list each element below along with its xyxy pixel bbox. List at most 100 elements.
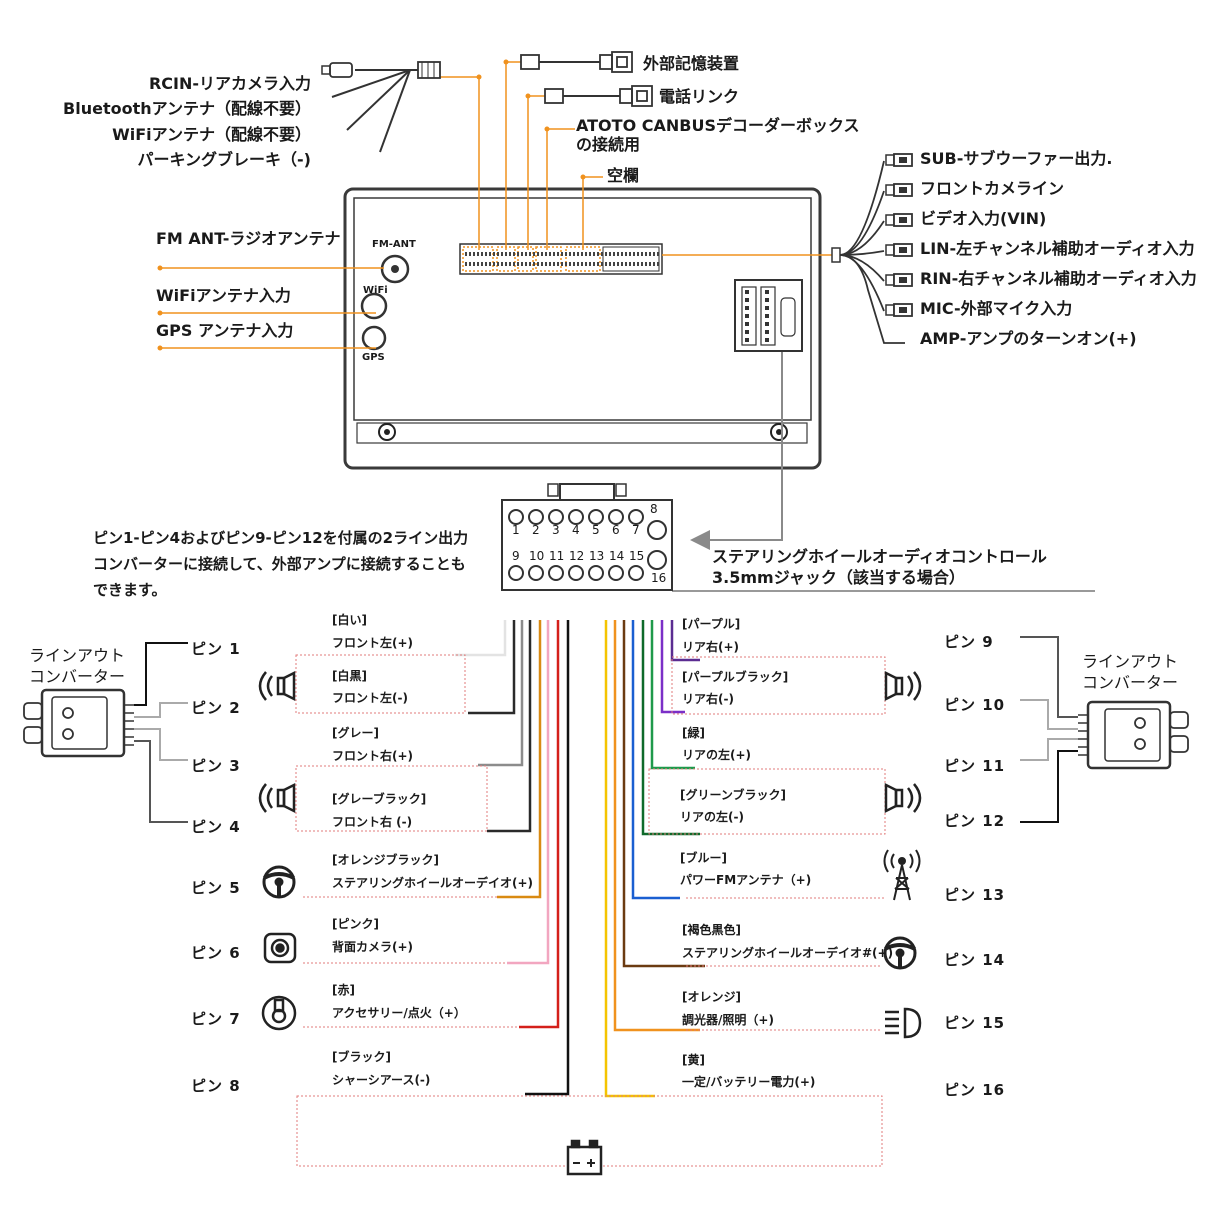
mic-label: MIC-外部マイク入力 bbox=[920, 299, 1073, 318]
speaker-icon bbox=[258, 670, 296, 702]
steering-wheel-icon bbox=[262, 865, 296, 899]
speaker-icon bbox=[884, 670, 922, 702]
pin-label: ピン 3 bbox=[191, 757, 241, 775]
pin-label: ピン 7 bbox=[191, 1010, 241, 1028]
ignition-key-icon bbox=[261, 995, 297, 1031]
wire-color-label: [緑] bbox=[682, 726, 705, 740]
pin-number: 15 bbox=[629, 549, 645, 563]
fm-ant-socket bbox=[380, 254, 410, 284]
pin-number: 9 bbox=[512, 549, 520, 563]
front-camera-label: フロントカメライン bbox=[920, 179, 1065, 198]
wire-color-label: [パープルブラック] bbox=[682, 670, 789, 684]
gps-input-label: GPS アンテナ入力 bbox=[156, 321, 294, 340]
converter-note: ピン1-ピン4およびピン9-ピン12を付属の2ライン出力コンバーターに接続して、… bbox=[93, 529, 469, 599]
wire-function-label: アクセサリー/点火（+） bbox=[332, 1006, 466, 1020]
pin-number: 2 bbox=[532, 523, 540, 537]
wire-function-label: ステアリングホイールオーデイオ(+) bbox=[332, 876, 534, 890]
camera-icon bbox=[263, 932, 297, 964]
harness-connector bbox=[501, 483, 673, 591]
pin-number: 12 bbox=[569, 549, 585, 563]
wire-lines bbox=[295, 620, 886, 1167]
video-input-label: ビデオ入力(VIN) bbox=[920, 209, 1047, 228]
wire-function-label: フロント右 (-) bbox=[332, 815, 413, 829]
sub-output-label: SUB-サブウーファー出力. bbox=[920, 149, 1113, 168]
gps-socket bbox=[361, 325, 387, 351]
pin-label: ピン 12 bbox=[944, 812, 1006, 830]
wifi-port-label: WiFi bbox=[363, 285, 388, 296]
wire-color-label: [オレンジ] bbox=[682, 990, 741, 1004]
pin-number: 10 bbox=[529, 549, 545, 563]
wire-function-label: フロント左(-) bbox=[332, 691, 408, 705]
wire-color-label: [白い] bbox=[332, 613, 367, 627]
usb-plug-icon bbox=[544, 85, 653, 107]
wire-color-label: [グリーンブラック] bbox=[680, 788, 787, 802]
pin-number: 7 bbox=[632, 523, 640, 537]
wifi-socket bbox=[360, 292, 388, 320]
wire-function-label: リアの左(-) bbox=[680, 810, 744, 824]
pin-label: ピン 5 bbox=[191, 879, 241, 897]
wire-color-label: [ピンク] bbox=[332, 917, 379, 931]
pin-label: ピン 13 bbox=[944, 886, 1006, 904]
bluetooth-antenna-label: Bluetoothアンテナ（配線不要） bbox=[63, 99, 311, 118]
wire-color-label: [黄] bbox=[682, 1053, 705, 1067]
pin-label: ピン 11 bbox=[944, 757, 1006, 775]
wire-function-label: フロント右(+) bbox=[332, 749, 414, 763]
wire-color-label: [ブラック] bbox=[332, 1050, 391, 1064]
pin-number: 14 bbox=[609, 549, 625, 563]
wire-color-label: [褐色黒色] bbox=[682, 923, 741, 937]
antenna-tower-icon bbox=[883, 849, 921, 901]
steering-jack-arrow bbox=[690, 352, 783, 550]
pin-label: ピン 2 bbox=[191, 699, 241, 717]
wire-function-label: シャーシアース(-) bbox=[332, 1073, 431, 1087]
blank-slot-label: 空欄 bbox=[607, 166, 640, 185]
wire-function-label: ステアリングホイールオーデイオ#(+) bbox=[682, 946, 894, 960]
pin-label: ピン 9 bbox=[944, 633, 994, 651]
lin-label: LIN-左チャンネル補助オーディオ入力 bbox=[920, 239, 1195, 258]
wire-function-label: フロント左(+) bbox=[332, 636, 414, 650]
wire-color-label: [グレーブラック] bbox=[332, 792, 427, 806]
wire-function-label: 調光器/照明（+) bbox=[682, 1013, 774, 1027]
wifi-input-label: WiFiアンテナ入力 bbox=[156, 286, 291, 305]
pin-label: ピン 14 bbox=[944, 951, 1006, 969]
wire-color-label: [赤] bbox=[332, 983, 355, 997]
pin-number: 1 bbox=[512, 523, 520, 537]
left-converter-label: ラインアウトコンバーター bbox=[28, 646, 125, 686]
wire-function-label: 背面カメラ(+) bbox=[332, 940, 414, 954]
canbus-label-1: ATOTO CANBUSデコーダーボックス bbox=[576, 116, 860, 135]
main-connector-block bbox=[459, 243, 663, 275]
external-storage-label: 外部記憶装置 bbox=[643, 54, 740, 73]
pin-number: 3 bbox=[552, 523, 560, 537]
wire-color-label: [白黒] bbox=[332, 669, 367, 683]
pin-number: 6 bbox=[612, 523, 620, 537]
pin-number: 5 bbox=[592, 523, 600, 537]
steering-jack-line2: 3.5mmジャック（該当する場合） bbox=[712, 568, 965, 587]
amp-label: AMP-アンプのターンオン(+) bbox=[920, 329, 1137, 348]
left-line-out-converter bbox=[23, 688, 134, 758]
right-converter-leads bbox=[1020, 636, 1078, 823]
iso-socket bbox=[734, 279, 803, 352]
pin-number: 8 bbox=[650, 502, 658, 516]
pin-label: ピン 16 bbox=[944, 1081, 1006, 1099]
canbus-label-2: の接続用 bbox=[576, 135, 641, 154]
speaker-icon bbox=[258, 782, 296, 814]
rca-plug-bundle bbox=[831, 153, 913, 344]
rin-label: RIN-右チャンネル補助オーディオ入力 bbox=[920, 269, 1197, 288]
fm-antenna-label: FM ANT-ラジオアンテナ bbox=[156, 229, 341, 248]
wire-function-label: パワーFMアンテナ（+) bbox=[680, 873, 812, 887]
pin-label: ピン 6 bbox=[191, 944, 241, 962]
pin-label: ピン 4 bbox=[191, 818, 241, 836]
top-left-cable-bundle bbox=[321, 61, 441, 153]
pin-label: ピン 8 bbox=[191, 1077, 241, 1095]
usb-plug-icon bbox=[520, 51, 633, 73]
pin-number: 11 bbox=[549, 549, 565, 563]
speaker-icon bbox=[884, 782, 922, 814]
pin-label: ピン 10 bbox=[944, 696, 1006, 714]
right-converter-label: ラインアウトコンバーター bbox=[1081, 652, 1178, 692]
wire-function-label: リア右(+) bbox=[682, 640, 740, 654]
right-line-out-converter bbox=[1078, 700, 1189, 770]
wire-color-label: [オレンジブラック] bbox=[332, 853, 439, 867]
wire-color-label: [グレー] bbox=[332, 726, 379, 740]
wire-color-label: [パープル] bbox=[682, 617, 741, 631]
